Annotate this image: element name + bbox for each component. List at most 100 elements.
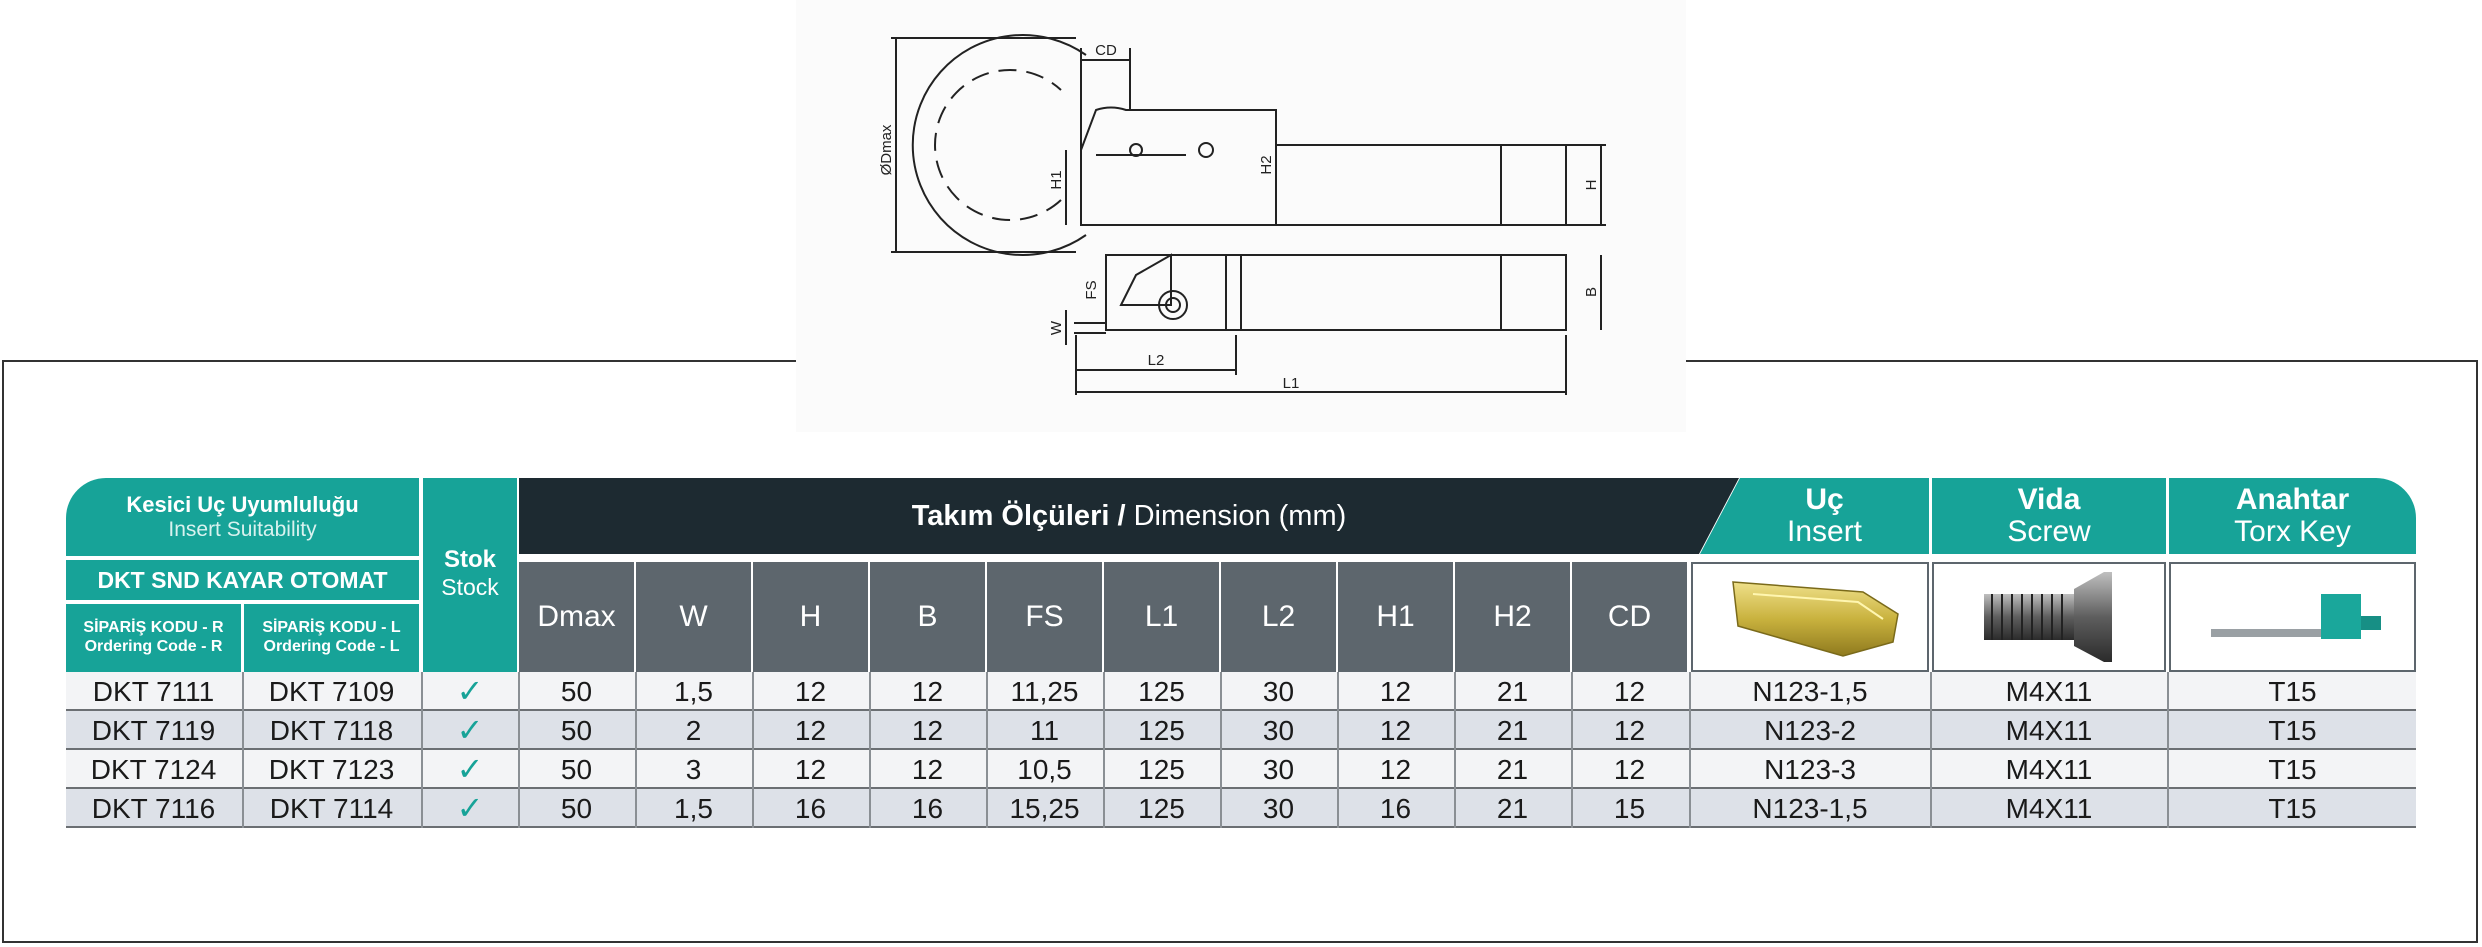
stock-check-icon: ✓ xyxy=(456,790,484,826)
product-name-header: DKT SND KAYAR OTOMAT xyxy=(66,560,419,600)
suitability-title-tr: Kesici Uç Uyumluluğu xyxy=(126,492,359,517)
dimension-column-header: H2 xyxy=(1455,562,1570,672)
dimension-cell-l1: 125 xyxy=(1138,676,1185,707)
key-header: Anahtar Torx Key xyxy=(2169,478,2416,554)
dimension-cell-dmax: 50 xyxy=(560,715,593,746)
column-separator xyxy=(242,672,244,828)
dimension-title-en: Dimension (mm) xyxy=(1125,500,1347,532)
dimension-cell-w: 3 xyxy=(685,754,702,785)
dimension-cell-l2: 30 xyxy=(1262,754,1295,785)
dimension-cell-cd: 12 xyxy=(1613,715,1646,746)
dimension-cell-dmax: 50 xyxy=(560,676,593,707)
drawing-label-l2: L2 xyxy=(1148,352,1165,369)
dimension-cell-dmax: 50 xyxy=(560,793,593,824)
stock-header: Stok Stock xyxy=(423,478,517,672)
code-r-cell: DKT 7111 xyxy=(92,676,215,707)
dimension-cell-l1: 125 xyxy=(1138,715,1185,746)
code-r-title-en: Ordering Code - R xyxy=(84,638,223,655)
code-l-cell: DKT 7109 xyxy=(268,676,395,707)
screw-cell: M4X11 xyxy=(2005,676,2093,707)
drawing-label-cd: CD xyxy=(1095,42,1117,59)
screw-image xyxy=(1984,572,2112,662)
dimension-column-header: CD xyxy=(1572,562,1687,672)
drawing-label-h1: H1 xyxy=(1048,170,1065,189)
inner-circle xyxy=(934,69,1062,221)
dimension-cell-fs: 11 xyxy=(1029,715,1060,746)
drawing-label-fs: FS xyxy=(1083,280,1100,299)
column-separator xyxy=(1220,672,1222,828)
drawing-label-w: W xyxy=(1048,320,1065,335)
dimension-column-header: Dmax xyxy=(519,562,634,672)
torx-key-cell: T15 xyxy=(2268,754,2317,785)
code-r-cell: DKT 7124 xyxy=(90,754,217,785)
dimension-cell-h: 12 xyxy=(794,715,827,746)
stock-title-en: Stock xyxy=(441,574,499,600)
key-image-box xyxy=(2169,562,2416,672)
insert-title-tr: Uç xyxy=(1805,483,1844,516)
dimension-column-header: W xyxy=(636,562,751,672)
dimension-cell-cd: 15 xyxy=(1613,793,1646,824)
key-title-tr: Anahtar xyxy=(2235,483,2350,516)
drawing-background xyxy=(796,0,1686,432)
dimension-cell-cd: 12 xyxy=(1613,754,1646,785)
screw-cell: M4X11 xyxy=(2005,754,2093,785)
drawing-label-h: H xyxy=(1583,180,1600,191)
torx-key-image xyxy=(2211,594,2381,639)
dimension-cell-w: 1,5 xyxy=(674,676,713,707)
column-separator xyxy=(1337,672,1339,828)
column-separator xyxy=(2167,672,2169,828)
insert-cell: N123-1,5 xyxy=(1752,676,1868,707)
screw-header: Vida Screw xyxy=(1932,478,2166,554)
dimension-cell-h2: 21 xyxy=(1496,754,1529,785)
dimension-cell-b: 12 xyxy=(911,676,944,707)
dimension-cell-fs: 15,25 xyxy=(1009,793,1080,824)
dimension-column-header: L1 xyxy=(1104,562,1219,672)
dimension-header: Takım Ölçüleri / Dimension (mm) xyxy=(519,478,1739,554)
insert-cell: N123-1,5 xyxy=(1752,793,1868,824)
dimension-cell-h2: 21 xyxy=(1496,715,1529,746)
dimension-cell-h1: 12 xyxy=(1379,715,1412,746)
insert-suitability-header: Kesici Uç Uyumluluğu Insert Suitability xyxy=(66,478,419,556)
suitability-title-en: Insert Suitability xyxy=(168,518,317,541)
screw-cell: M4X11 xyxy=(2005,793,2093,824)
dimension-cell-dmax: 50 xyxy=(560,754,593,785)
code-l-title-en: Ordering Code - L xyxy=(263,638,400,655)
column-separator xyxy=(1103,672,1105,828)
torx-key-cell: T15 xyxy=(2268,676,2317,707)
dimension-cell-l2: 30 xyxy=(1262,793,1295,824)
insert-title-en: Insert xyxy=(1786,515,1863,548)
code-l-header: SİPARİŞ KODU - L Ordering Code - L xyxy=(244,604,419,672)
key-title-en: Torx Key xyxy=(2234,515,2351,548)
column-separator xyxy=(518,672,520,828)
table-row xyxy=(66,789,2416,828)
dimension-column-header: H1 xyxy=(1338,562,1453,672)
column-separator xyxy=(1454,672,1456,828)
code-r-cell: DKT 7119 xyxy=(91,715,216,746)
dimension-cell-b: 12 xyxy=(911,754,944,785)
dimension-cell-h: 16 xyxy=(794,793,827,824)
column-separator xyxy=(1571,672,1573,828)
code-r-title-tr: SİPARİŞ KODU - R xyxy=(83,619,224,636)
dimension-cell-fs: 10,5 xyxy=(1017,754,1072,785)
screw-title-en: Screw xyxy=(2007,515,2091,548)
code-r-header: SİPARİŞ KODU - R Ordering Code - R xyxy=(66,604,241,672)
dimension-cell-h2: 21 xyxy=(1496,676,1529,707)
dimension-cell-fs: 11,25 xyxy=(1010,676,1079,707)
drawing-label-b: B xyxy=(1583,287,1600,297)
column-separator xyxy=(1930,672,1932,828)
stock-check-icon: ✓ xyxy=(456,673,484,709)
code-r-cell: DKT 7116 xyxy=(91,793,216,824)
dimension-cell-w: 1,5 xyxy=(674,793,713,824)
screw-title-tr: Vida xyxy=(2017,483,2081,516)
dimension-cell-h2: 21 xyxy=(1496,793,1529,824)
dimension-column-header: L2 xyxy=(1221,562,1336,672)
dimension-cell-h1: 16 xyxy=(1379,793,1412,824)
dimension-column-header: B xyxy=(870,562,985,672)
drawing-label-dmax: ØDmax xyxy=(878,124,895,175)
code-l-cell: DKT 7118 xyxy=(269,715,394,746)
torx-key-cell: T15 xyxy=(2268,793,2317,824)
dimension-title-tr: Takım Ölçüleri / xyxy=(911,500,1126,532)
code-l-cell: DKT 7123 xyxy=(268,754,395,785)
dimension-cell-h1: 12 xyxy=(1379,676,1412,707)
column-separator xyxy=(635,672,637,828)
